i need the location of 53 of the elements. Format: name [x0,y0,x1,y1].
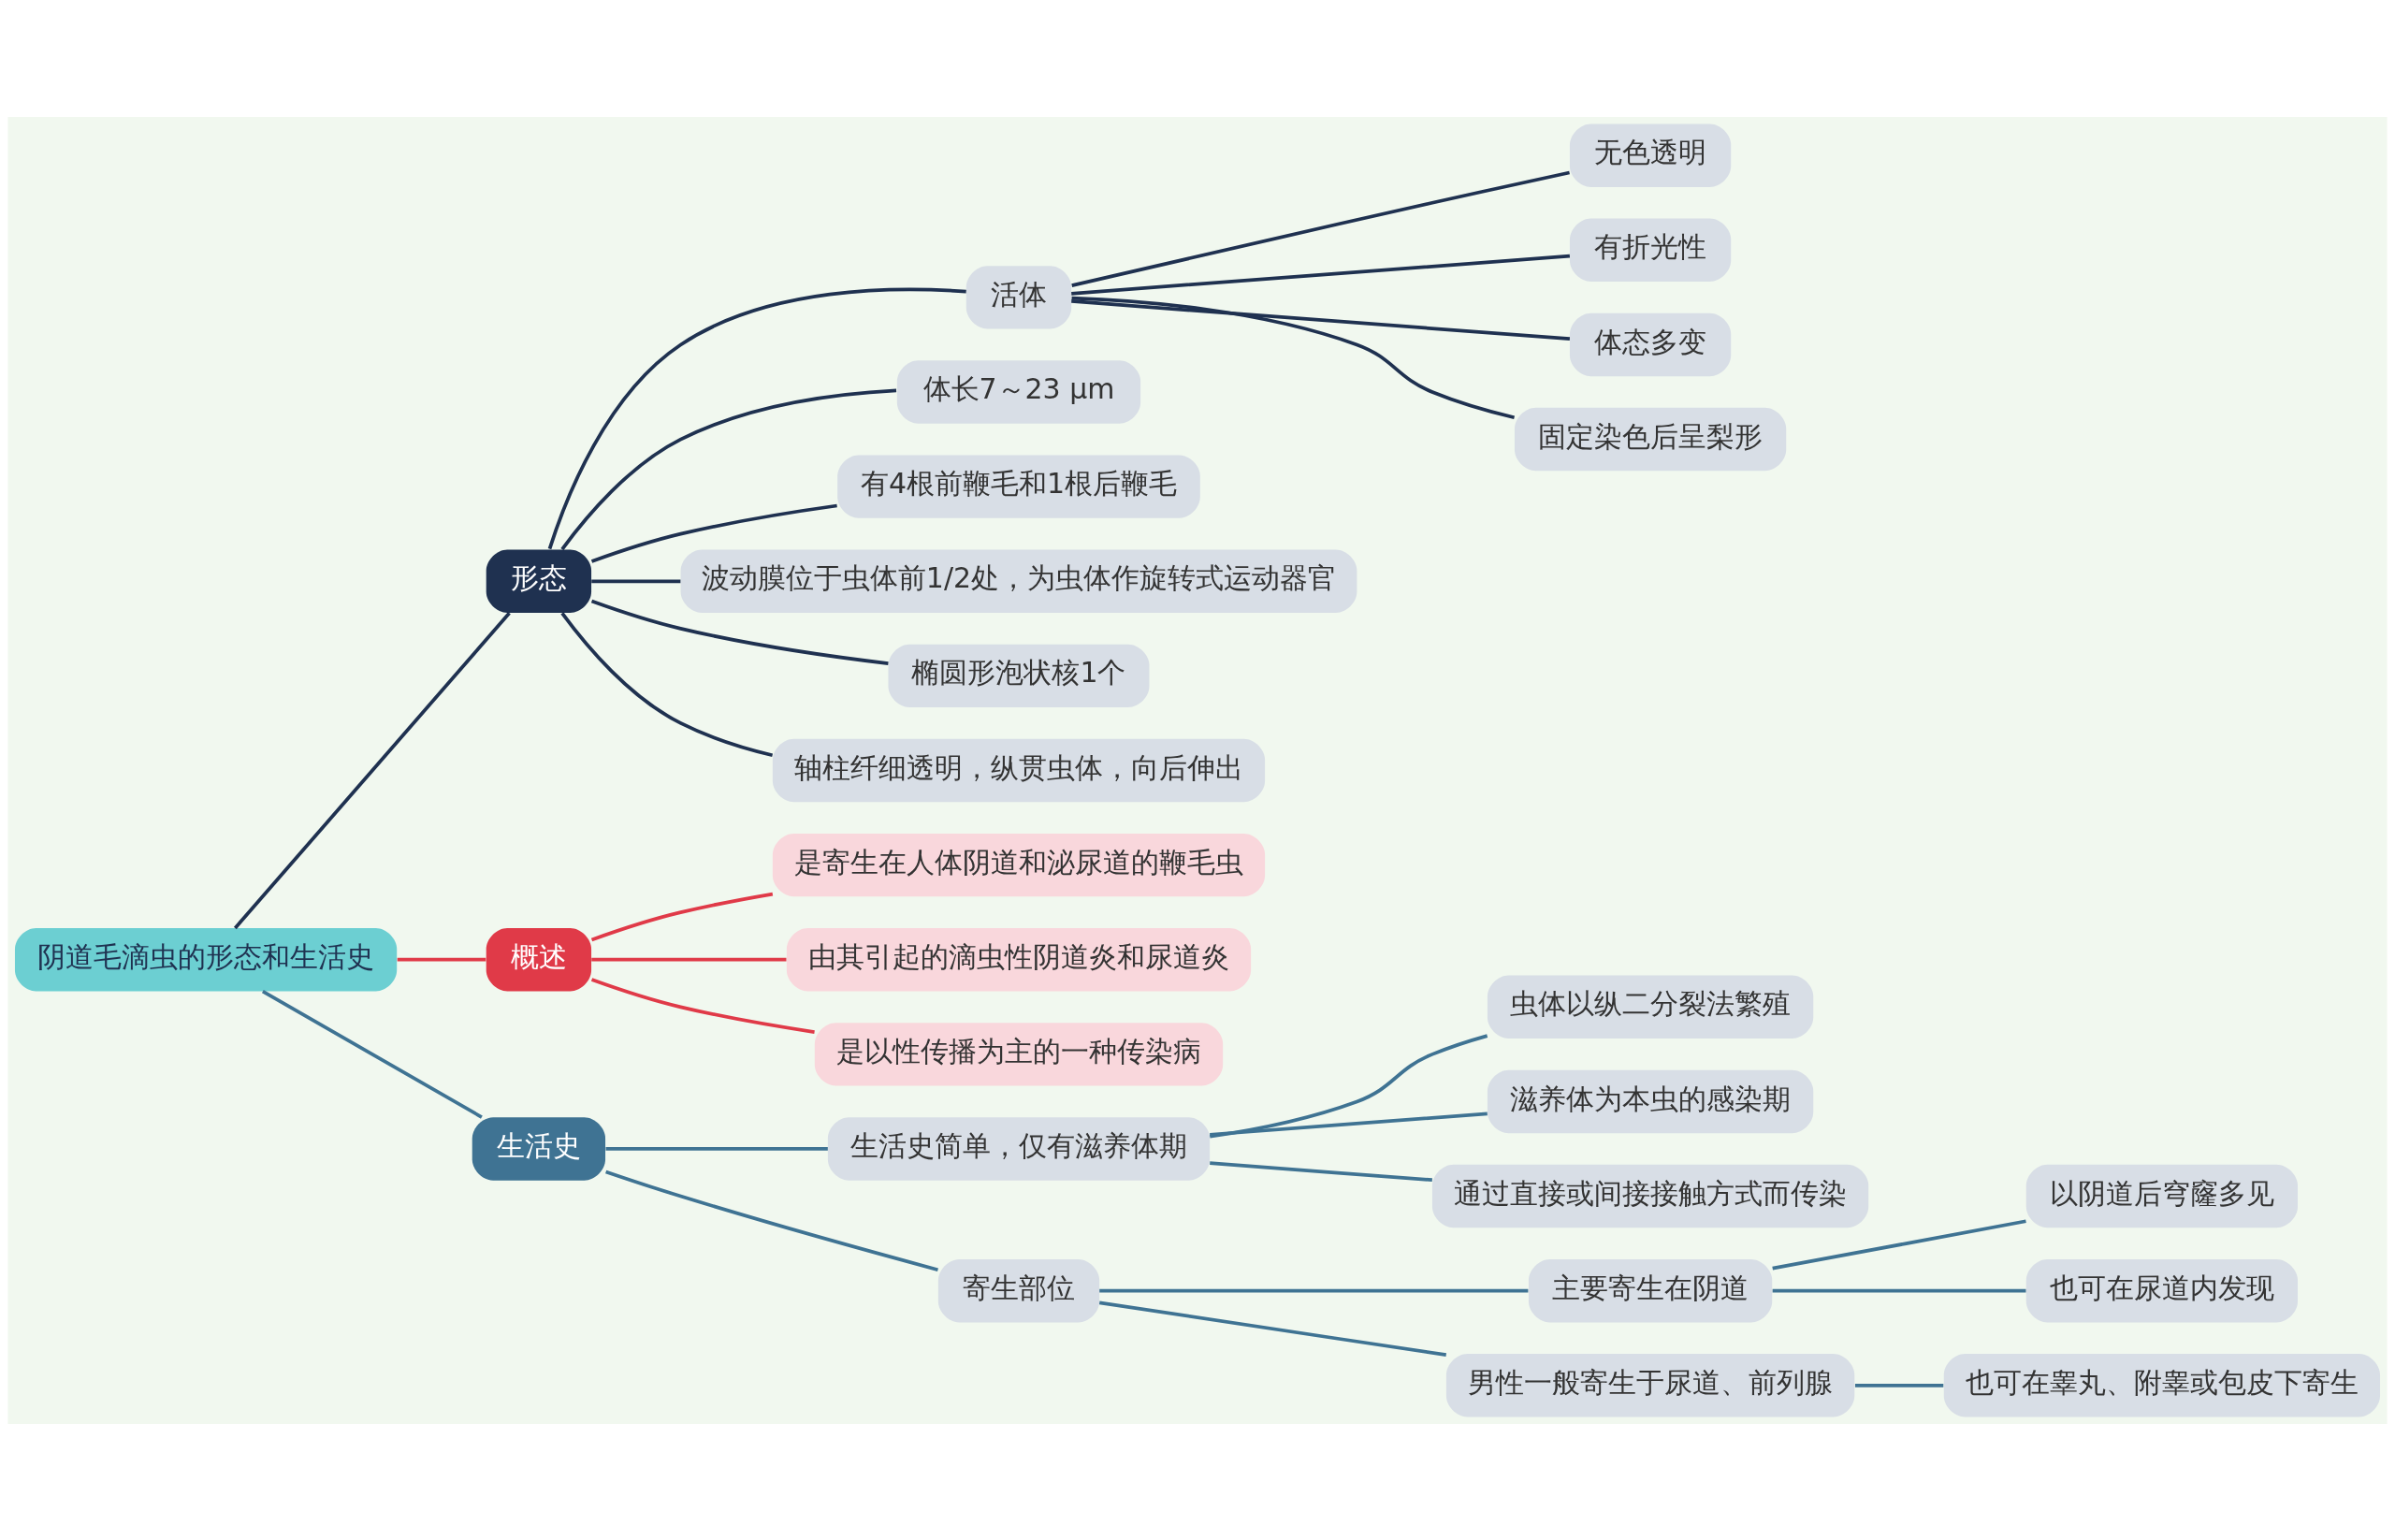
connector [1071,170,1570,287]
node-box: 以阴道后穹窿多见 [2025,1164,2299,1228]
node-box: 椭圆形泡状核1个 [888,644,1150,707]
connector [1071,254,1571,296]
node-box: 轴柱纤细透明，纵贯虫体，向后伸出 [772,738,1266,802]
connector [590,503,837,563]
node-box: 通过直接或间接接触方式而传染 [1431,1164,1869,1228]
connector [560,611,774,757]
node-box: 也可在尿道内发现 [2025,1258,2299,1322]
connector [590,977,815,1034]
connector [605,1146,828,1151]
node-box: 体态多变 [1569,312,1732,376]
connector [1071,296,1516,419]
node-box: 活体 [965,265,1072,329]
node-box: 固定染色后呈梨形 [1514,407,1787,471]
node-box: 虫体以纵二分裂法繁殖 [1487,975,1814,1039]
connector [605,1170,938,1271]
node-box: 是寄生在人体阴道和泌尿道的鞭毛虫 [772,833,1266,896]
node-box: 由其引起的滴虫性阴道炎和尿道炎 [786,927,1252,991]
connector [233,611,511,929]
connector [547,287,966,549]
connector [1098,1300,1447,1357]
connector [591,957,787,962]
connector [590,892,774,941]
node-box: 形态 [486,549,592,613]
connector [591,578,681,583]
node-box: 有4根前鞭毛和1根后鞭毛 [837,454,1200,518]
connector [1772,1218,2026,1271]
connector [1772,1288,2026,1293]
node-box: 阴道毛滴虫的形态和生活史 [14,927,398,991]
connector [560,387,897,550]
node-box: 生活史 [472,1116,606,1181]
node-box: 概述 [486,927,592,991]
node-box: 体长7～23 μm [896,359,1141,424]
node-box: 无色透明 [1569,123,1732,187]
connector [261,989,483,1119]
node-box: 也可在睾丸、附睾或包皮下寄生 [1943,1353,2381,1417]
node-box: 男性一般寄生于尿道、前列腺 [1445,1353,1855,1417]
connector [1210,1111,1488,1137]
connector [397,957,486,962]
node-box: 波动膜位于虫体前1/2处，为虫体作旋转式运动器官 [680,549,1357,613]
node-box: 滋养体为本虫的感染期 [1487,1069,1814,1133]
connector [1099,1288,1529,1293]
node-box: 是以性传播为主的一种传染病 [814,1022,1224,1086]
connector [1071,298,1571,341]
connector [1854,1383,1944,1387]
node-box: 有折光性 [1569,218,1732,282]
connector [1210,1033,1488,1138]
connector [590,599,889,665]
node-box: 寄生部位 [937,1258,1100,1322]
node-box: 生活史简单，仅有滋养体期 [827,1116,1211,1181]
node-box: 主要寄生在阴道 [1528,1258,1773,1322]
connector [1210,1160,1432,1182]
